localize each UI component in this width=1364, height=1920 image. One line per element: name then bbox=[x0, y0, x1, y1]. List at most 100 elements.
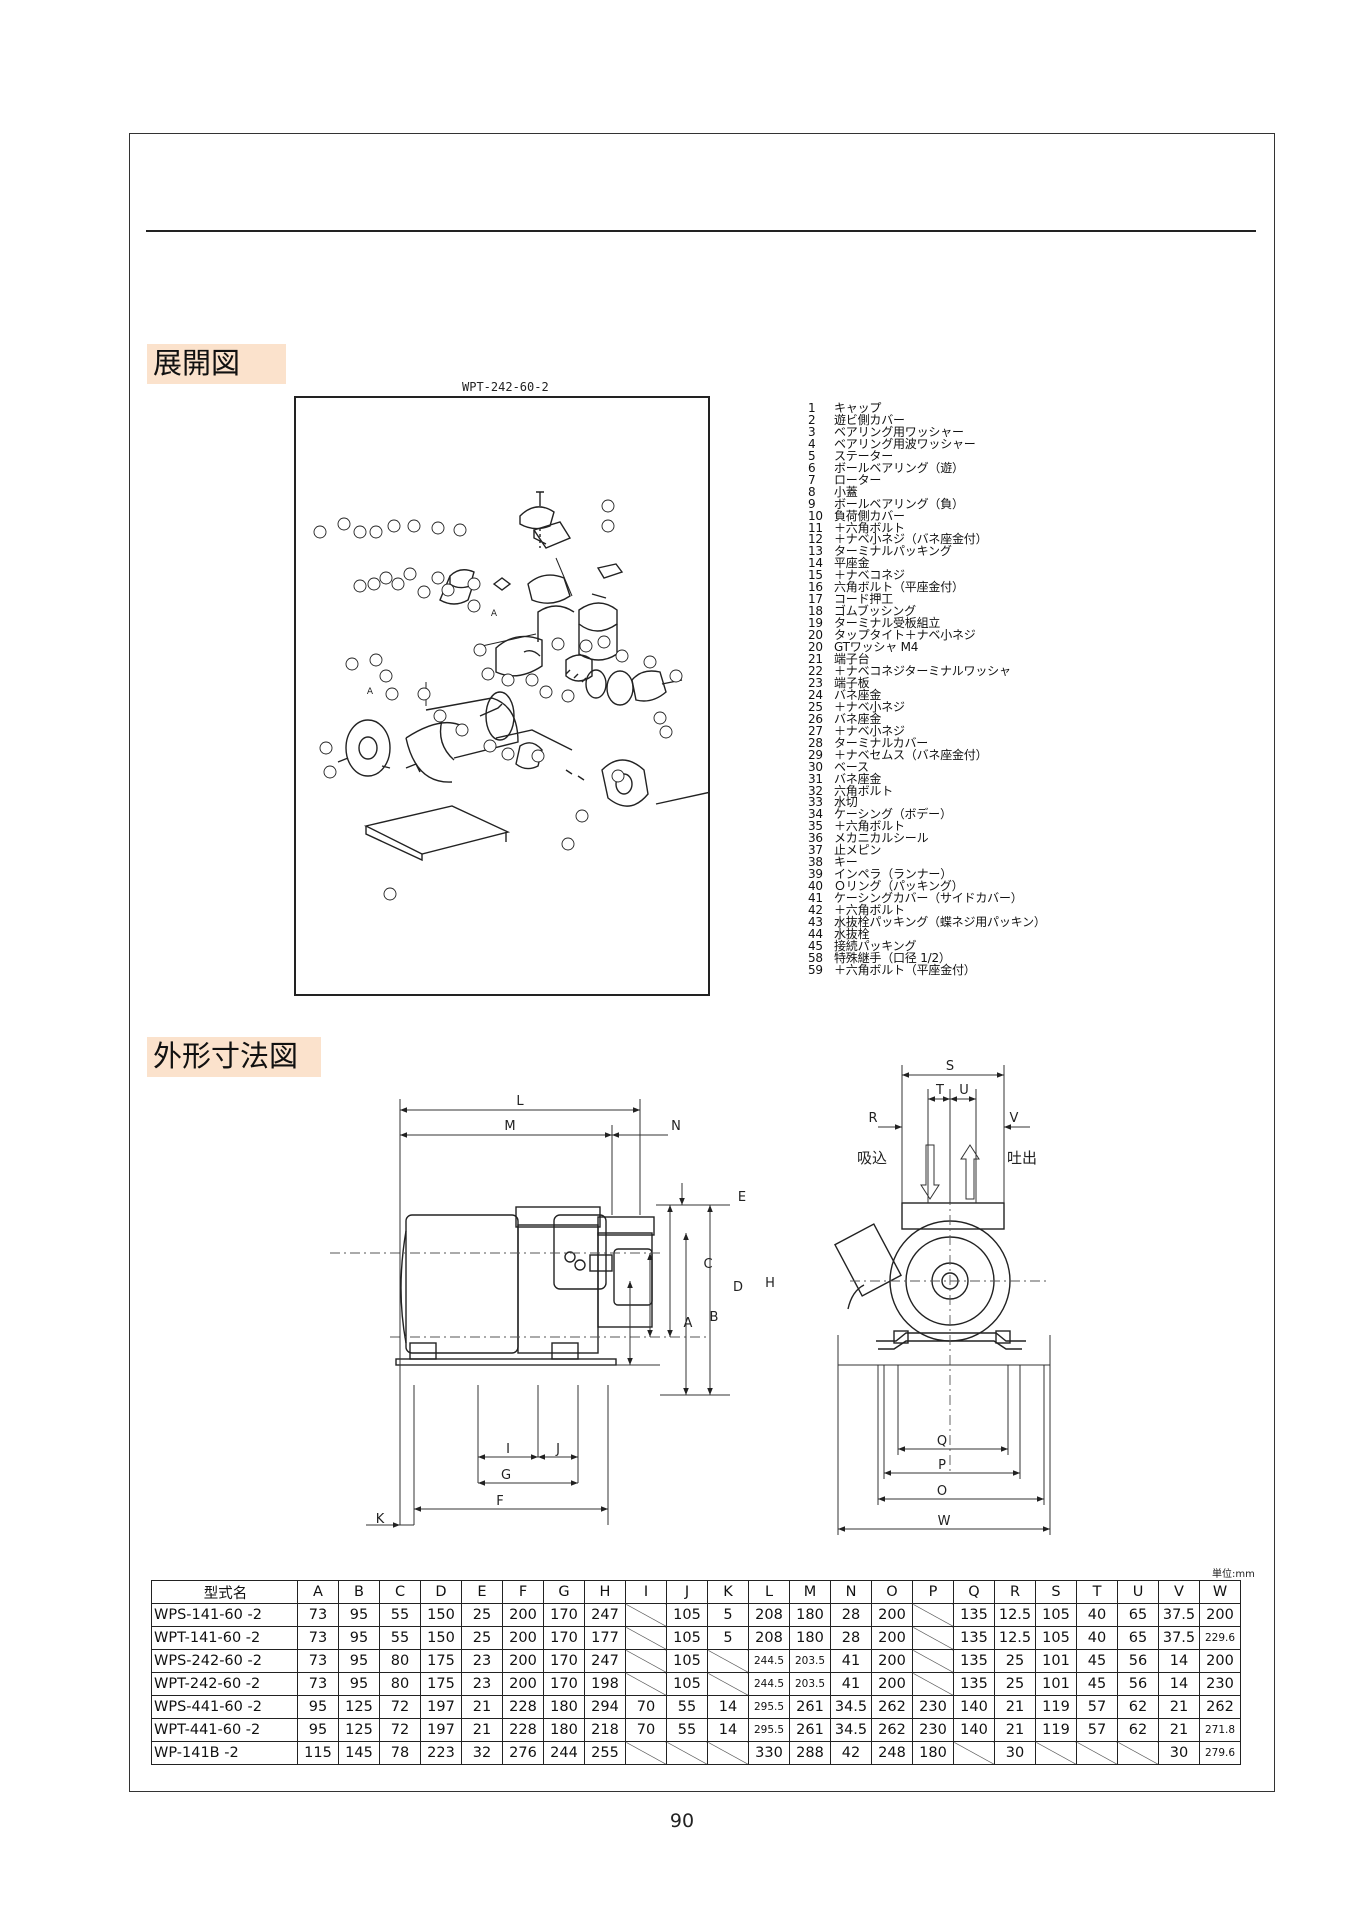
table-cell: 105 bbox=[1035, 1626, 1077, 1650]
dimension-drawing: L M N E C D H A B I J G F K S T U R V Q … bbox=[330, 1059, 1051, 1535]
table-cell: 95 bbox=[338, 1626, 380, 1650]
dim-label-S: S bbox=[946, 1059, 954, 1074]
table-cell: 21 bbox=[1158, 1695, 1200, 1719]
table-cell: 198 bbox=[584, 1672, 626, 1696]
table-cell: 170 bbox=[543, 1672, 585, 1696]
table-cell: 57 bbox=[1076, 1695, 1118, 1719]
table-cell bbox=[1035, 1741, 1077, 1765]
table-cell: 180 bbox=[789, 1626, 831, 1650]
table-cell-model: WPS-141-60 -2 bbox=[151, 1603, 298, 1627]
dim-label-K: K bbox=[376, 1512, 385, 1527]
table-cell: 37.5 bbox=[1158, 1603, 1200, 1627]
table-cell: 14 bbox=[1158, 1649, 1200, 1673]
table-cell: 175 bbox=[420, 1649, 462, 1673]
table-cell: 140 bbox=[953, 1695, 995, 1719]
header-col: U bbox=[1117, 1580, 1159, 1604]
header-col: J bbox=[666, 1580, 708, 1604]
exploded-view-drawing: A A bbox=[313, 491, 721, 901]
dim-label-N: N bbox=[671, 1119, 681, 1134]
table-cell: 288 bbox=[789, 1741, 831, 1765]
table-cell: 145 bbox=[338, 1741, 380, 1765]
svg-text:A: A bbox=[367, 687, 374, 697]
table-cell: 197 bbox=[420, 1718, 462, 1742]
header-col: V bbox=[1158, 1580, 1200, 1604]
table-cell: 125 bbox=[338, 1695, 380, 1719]
table-cell: 5 bbox=[707, 1626, 749, 1650]
table-cell: 230 bbox=[912, 1695, 954, 1719]
table-cell: 262 bbox=[871, 1718, 913, 1742]
table-cell: 261 bbox=[789, 1718, 831, 1742]
table-cell bbox=[1117, 1741, 1159, 1765]
table-cell: 78 bbox=[379, 1741, 421, 1765]
table-cell: 150 bbox=[420, 1626, 462, 1650]
table-cell: 5 bbox=[707, 1603, 749, 1627]
parts-list-item: 59＋六角ボルト（平座金付） bbox=[808, 962, 976, 977]
table-cell: 34.5 bbox=[830, 1695, 872, 1719]
dim-label-B: B bbox=[710, 1310, 719, 1325]
table-cell: 200 bbox=[1199, 1649, 1241, 1673]
dim-label-O: O bbox=[937, 1484, 947, 1499]
dim-label-G: G bbox=[501, 1468, 511, 1483]
exploded-view-heading: 展開図 bbox=[147, 344, 286, 384]
header-col: Q bbox=[953, 1580, 995, 1604]
table-cell: 180 bbox=[789, 1603, 831, 1627]
table-cell: 21 bbox=[461, 1718, 503, 1742]
dim-label-A: A bbox=[684, 1316, 693, 1331]
table-cell: 30 bbox=[1158, 1741, 1200, 1765]
parts-list-item: 15＋ナベコネジ bbox=[808, 568, 905, 583]
parts-list-item: 35＋六角ボルト bbox=[808, 819, 905, 834]
table-cell: 229.6 bbox=[1199, 1626, 1241, 1650]
table-cell: 294 bbox=[584, 1695, 626, 1719]
table-cell: 73 bbox=[297, 1626, 339, 1650]
dim-label-Q: Q bbox=[937, 1434, 947, 1449]
table-cell: 105 bbox=[666, 1626, 708, 1650]
dim-label-U: U bbox=[959, 1083, 969, 1098]
table-cell: 197 bbox=[420, 1695, 462, 1719]
table-cell: 12.5 bbox=[994, 1626, 1036, 1650]
table-cell: 200 bbox=[871, 1626, 913, 1650]
dimension-drawing-heading: 外形寸法図 bbox=[147, 1037, 321, 1077]
header-model: 型式名 bbox=[151, 1580, 298, 1604]
table-cell: 140 bbox=[953, 1718, 995, 1742]
table-cell: 203.5 bbox=[789, 1649, 831, 1673]
table-cell-model: WPS-441-60 -2 bbox=[151, 1695, 298, 1719]
suction-label: 吸込 bbox=[857, 1149, 887, 1167]
table-cell bbox=[912, 1672, 954, 1696]
table-cell: 28 bbox=[830, 1626, 872, 1650]
dim-label-W: W bbox=[938, 1514, 951, 1529]
table-cell: 65 bbox=[1117, 1626, 1159, 1650]
table-cell: 208 bbox=[748, 1603, 790, 1627]
parts-list-item: 42＋六角ボルト bbox=[808, 903, 905, 918]
parts-list-item: 29＋ナベセムス（バネ座金付） bbox=[808, 747, 988, 762]
table-cell: 223 bbox=[420, 1741, 462, 1765]
table-cell: 125 bbox=[338, 1718, 380, 1742]
table-cell: 262 bbox=[871, 1695, 913, 1719]
table-cell: 70 bbox=[625, 1695, 667, 1719]
table-cell: 23 bbox=[461, 1672, 503, 1696]
header-col: B bbox=[338, 1580, 380, 1604]
table-cell: 170 bbox=[543, 1649, 585, 1673]
table-cell: 70 bbox=[625, 1718, 667, 1742]
table-cell: 80 bbox=[379, 1649, 421, 1673]
unit-label: 単位:mm bbox=[1212, 1569, 1255, 1580]
